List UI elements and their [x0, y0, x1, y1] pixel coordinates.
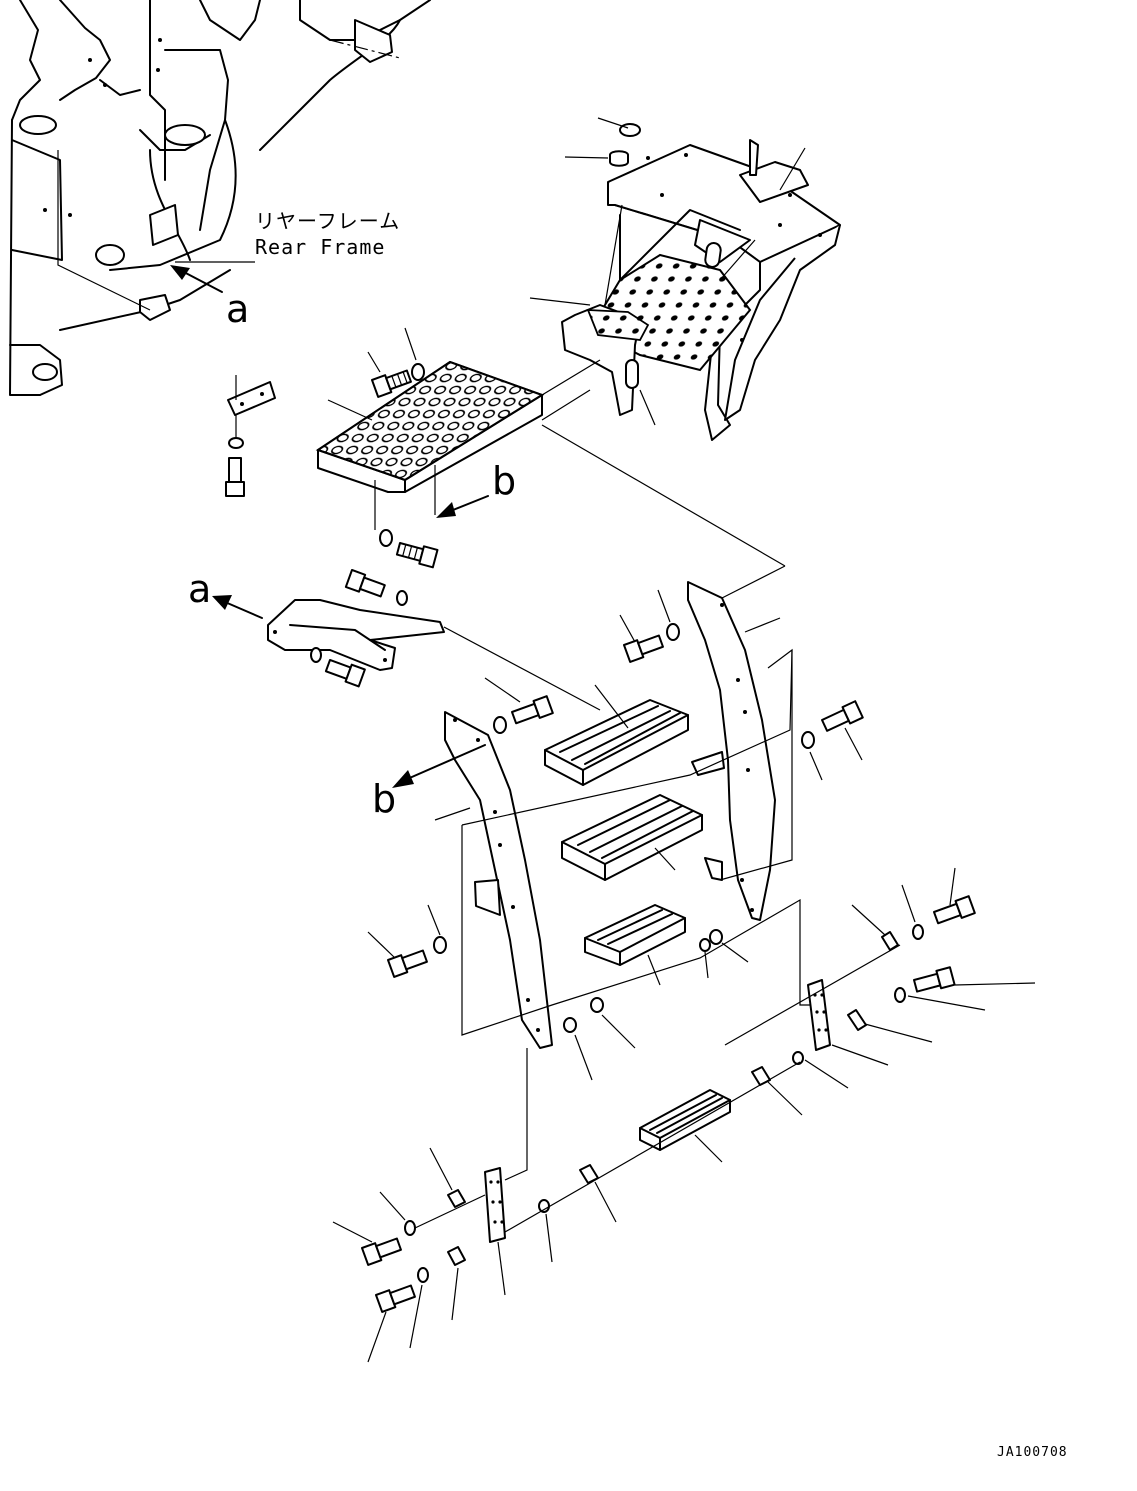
washer-icon: [801, 731, 815, 749]
nut-icon: [709, 929, 723, 945]
washer-icon: [493, 716, 507, 734]
spacer-plate-icon: [751, 1066, 771, 1086]
nut-icon: [792, 1051, 804, 1065]
bolt-icon: [510, 695, 554, 725]
reference-b-lower: b: [372, 744, 486, 821]
bolt-icon: [387, 949, 428, 978]
assembly-guide-lines: [461, 648, 820, 1181]
reference-a-lower: a: [188, 567, 263, 619]
washer-icon: [396, 590, 408, 606]
bolt-icon: [913, 966, 956, 993]
bolt-icon: [375, 1284, 416, 1313]
bolt-icon: [228, 457, 242, 483]
washer-icon: [912, 924, 924, 940]
bolt-icon: [821, 700, 864, 732]
spacer-plate-icon: [447, 1189, 466, 1208]
platform-bracket-assembly: [561, 123, 841, 441]
washer-icon: [310, 647, 322, 663]
nut-icon: [699, 938, 711, 952]
nut-icon: [563, 1017, 577, 1033]
lower-right-plate: [724, 867, 1036, 1089]
spacer-plate-icon: [447, 1246, 466, 1266]
bolt-icon: [344, 569, 386, 598]
reference-a-upper-letter: a: [226, 287, 249, 331]
hinge-bracket: [225, 375, 276, 497]
washer-icon: [228, 437, 244, 449]
washer-icon: [894, 987, 906, 1003]
bottom-rung: [504, 1061, 803, 1263]
reference-a-upper: a: [170, 265, 249, 331]
washer-icon: [411, 363, 425, 381]
bolt-icon: [933, 895, 976, 925]
bolt-icon: [324, 659, 366, 688]
washer-icon: [417, 1267, 429, 1283]
hardware-top: [225, 327, 439, 569]
rear-frame-label: リヤーフレーム Rear Frame: [175, 209, 400, 263]
washer-icon: [404, 1220, 416, 1236]
bolt-icon: [371, 369, 412, 398]
ladder-right-rail: [541, 424, 786, 921]
bolt-icon: [225, 481, 245, 497]
washer-icon: [379, 529, 393, 547]
reference-a-lower-letter: a: [188, 567, 211, 611]
hardware-ladder: [367, 589, 864, 1081]
bolt-icon: [623, 634, 664, 663]
rung-upper: [544, 684, 689, 786]
reference-b-upper-letter: b: [492, 459, 516, 503]
upper-perforated-step: [315, 359, 601, 530]
rung-middle: [561, 794, 703, 881]
ladder-left-rail: [434, 711, 553, 1049]
reference-b-lower-letter: b: [372, 777, 396, 821]
bolt-icon: [361, 1237, 402, 1266]
rear-frame-label-jp: リヤーフレーム: [255, 209, 400, 233]
washer-icon: [666, 623, 680, 641]
rung-lower: [584, 904, 686, 986]
nut-icon: [590, 997, 604, 1013]
reference-b-upper: b: [436, 459, 516, 518]
drawing-code: JA100708: [997, 1445, 1068, 1460]
lower-left-plate: [332, 1147, 506, 1363]
mounting-bracket: [267, 569, 601, 711]
nut-plate-icon: [847, 1009, 867, 1031]
nut-plate-icon: [881, 931, 899, 951]
leader-lines-top: [529, 117, 806, 426]
washer-icon: [433, 936, 447, 954]
rear-frame-label-en: Rear Frame: [255, 235, 385, 259]
rear-frame: [9, 0, 431, 396]
bolt-icon: [395, 542, 439, 569]
